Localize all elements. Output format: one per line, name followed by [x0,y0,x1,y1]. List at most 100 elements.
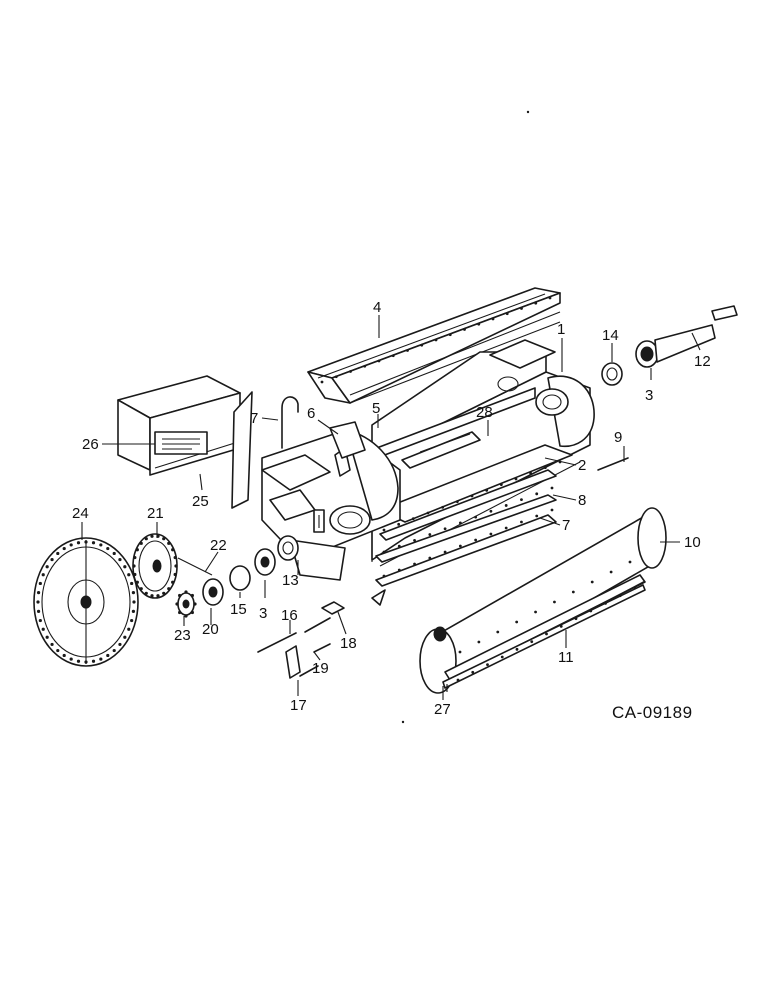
sprocket-tooth [84,540,88,544]
gear-tooth [190,593,194,598]
sprocket-tooth [135,580,139,584]
rivet-hole [500,655,504,659]
rivet-hole [559,624,563,628]
sprocket-tooth [123,565,127,569]
rivet-hole [477,322,481,326]
sprocket-tooth [45,635,49,639]
sprocket-tooth [99,543,103,547]
rivet-hole [441,505,445,509]
sprocket-tooth [167,587,171,591]
bearing-stack-part [229,535,299,591]
rivet-hole [550,486,554,490]
sprocket-tooth [36,600,40,604]
callout-26: 25 [192,493,209,510]
rivet-hole [426,511,430,515]
sprocket-tooth [133,555,137,560]
rivet-hole [489,509,493,513]
sprocket-tooth [127,627,131,631]
rivet-hole [505,312,509,316]
sprocket-tooth [174,564,178,568]
sprocket-tooth [41,627,45,631]
callout-11: 10 [684,534,701,551]
callout-29: 28 [476,404,493,421]
rivet-hole [428,556,432,560]
sprocket-tooth [135,548,139,552]
rivet-hole [618,594,622,598]
rivet-hole [515,647,519,651]
rivet-hole [534,610,537,614]
rivet-hole [558,460,562,464]
rivet-hole [504,504,508,507]
rivet-hole [458,650,462,654]
sprocket-tooth [41,573,45,577]
rivet-hole [448,333,452,337]
sprocket-tooth [36,609,41,613]
rivet-hole [397,568,401,572]
sprocket-tooth [50,557,54,562]
rivet-hole [455,500,459,504]
bracket-part [329,421,366,459]
callout-9: 8 [578,492,586,509]
callout-1: 1 [557,321,565,338]
sprocket-tooth [50,642,54,647]
rivet-hole [391,354,395,358]
callout-4: 4 [373,299,381,316]
sprocket-tooth [150,534,154,538]
callout-8: 7 [562,517,570,534]
sprocket-tooth [144,537,148,541]
rivet-hole [515,620,519,624]
gear-tooth [184,590,188,594]
sprocket-tooth [45,565,49,569]
rivet-hole [443,527,447,531]
callout-25: 24 [72,505,89,522]
rivet-hole [363,364,367,368]
rivet-hole [486,663,489,667]
drawing-code: CA-09189 [612,703,693,722]
callout-6: 6 [307,405,315,422]
rivet-hole [574,617,578,621]
rivet-hole [590,580,594,584]
rivet-hole [397,522,401,526]
sprocket-tooth [139,587,143,591]
sprocket-tooth [167,541,171,545]
left-bearing-frame [261,429,401,581]
small-hardware-part [257,601,345,679]
callout-23: 22 [210,537,227,554]
sprocket-tooth [106,653,110,658]
sprocket-tooth [56,648,60,653]
rivet-hole [413,538,416,542]
rivet-hole [520,520,523,524]
sprocket-tooth [162,537,166,541]
rivet-hole [543,466,547,470]
side-strips-part [371,444,573,606]
sprocket-tooth [91,659,96,663]
rivet-hole [470,494,474,498]
rivet-hole [434,338,438,342]
callout-19: 18 [340,635,357,652]
rivet-hole [420,343,424,347]
rivet-hole [456,678,460,682]
callout-3-left: 3 [259,605,267,622]
sprocket-tooth [156,534,160,538]
sprocket-tooth [133,572,137,577]
rivet-hole [485,488,489,492]
rivet-hole [496,630,500,634]
rivet-hole [458,521,462,525]
rivet-hole [458,544,462,548]
hook-part [281,396,299,449]
gear-tooth [178,610,182,615]
callout-10: 9 [614,429,622,446]
gear-tooth [178,593,182,598]
right-shaft-parts [601,305,738,386]
rivet-hole [609,570,613,574]
callout-3-right: 3 [645,387,653,404]
rivet-hole [334,375,338,379]
callout-13: 12 [694,353,711,370]
pin-part [597,457,629,471]
medium-sprocket-part [132,533,178,599]
rivet-hole [534,301,538,305]
sprocket-tooth [132,564,136,568]
sprocket-tooth [91,541,96,545]
sprocket-tooth [173,572,177,577]
sprocket-tooth [156,594,160,598]
